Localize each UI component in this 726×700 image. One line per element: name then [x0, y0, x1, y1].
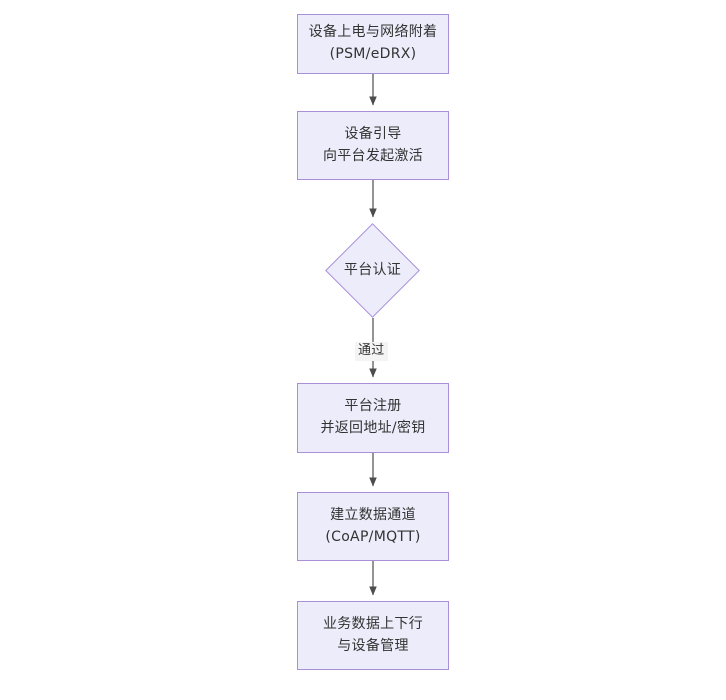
flow-node-line: (CoAP/MQTT): [325, 528, 421, 545]
flow-node-platform-auth-decision[interactable]: 平台认证: [325, 223, 420, 318]
flow-node-device-power-on[interactable]: 设备上电与网络附着 (PSM/eDRX): [297, 14, 449, 74]
flow-node-line: 向平台发起激活: [322, 147, 424, 164]
flow-node-line: 与设备管理: [337, 637, 409, 654]
flow-node-line: (PSM/eDRX): [329, 46, 417, 62]
edge-label-pass: 通过: [355, 342, 388, 361]
flow-node-line: 并返回地址/密钥: [320, 420, 426, 436]
flow-node-data-channel[interactable]: 建立数据通道 (CoAP/MQTT): [297, 492, 449, 561]
flow-node-line: 平台认证: [343, 262, 402, 278]
flow-node-line: 平台注册: [344, 398, 402, 415]
flow-node-line: 建立数据通道: [330, 506, 416, 523]
flow-node-device-bootstrap[interactable]: 设备引导 向平台发起激活: [297, 111, 449, 180]
flow-node-line: 业务数据上下行: [322, 615, 424, 632]
flow-node-platform-register[interactable]: 平台注册 并返回地址/密钥: [297, 383, 449, 453]
flow-node-business-data[interactable]: 业务数据上下行 与设备管理: [297, 601, 449, 670]
flow-node-line: 设备引导: [344, 125, 402, 142]
flow-node-line: 设备上电与网络附着: [308, 24, 438, 41]
